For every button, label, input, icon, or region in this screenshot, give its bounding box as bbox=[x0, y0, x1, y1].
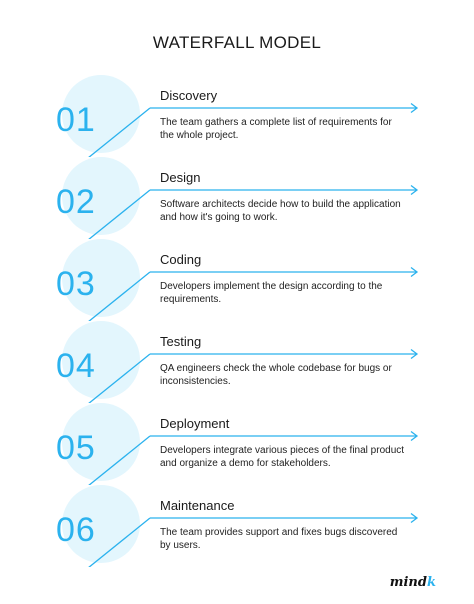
step-number: 06 bbox=[56, 511, 96, 549]
arrow-connector-icon bbox=[88, 348, 419, 403]
step-circle bbox=[62, 239, 140, 317]
logo-accent-letter: k bbox=[426, 575, 436, 590]
step-discovery: 01 Discovery The team gathers a complete… bbox=[0, 75, 474, 157]
step-description: Software architects decide how to build … bbox=[160, 199, 401, 223]
step-coding: 03 Coding Developers implement the desig… bbox=[0, 239, 474, 321]
step-circle bbox=[62, 157, 140, 235]
step-title: Design bbox=[160, 170, 201, 185]
step-title: Testing bbox=[160, 334, 202, 349]
arrow-connector-icon bbox=[88, 102, 419, 157]
step-number: 05 bbox=[56, 429, 96, 467]
step-circle bbox=[62, 485, 140, 563]
step-circle bbox=[62, 75, 140, 153]
step-title: Maintenance bbox=[160, 498, 235, 513]
mindk-logo: mindk bbox=[390, 575, 436, 590]
arrow-connector-icon bbox=[88, 184, 419, 239]
step-maintenance: 06 Maintenance The team provides support… bbox=[0, 485, 474, 567]
step-title: Deployment bbox=[160, 416, 230, 431]
page-title: WATERFALL MODEL bbox=[152, 33, 322, 52]
step-circle bbox=[62, 321, 140, 399]
step-description: The team gathers a complete list of requ… bbox=[160, 117, 392, 141]
step-deployment: 05 Deployment Developers integrate vario… bbox=[0, 403, 474, 485]
step-title: Coding bbox=[160, 252, 202, 267]
step-number: 03 bbox=[56, 265, 96, 303]
logo-text: mind bbox=[389, 575, 427, 590]
step-testing: 04 Testing QA engineers check the whole … bbox=[0, 321, 474, 403]
step-number: 01 bbox=[56, 101, 96, 139]
step-description: The team provides support and fixes bugs… bbox=[160, 527, 398, 551]
step-design: 02 Design Software architects decide how… bbox=[0, 157, 474, 239]
step-description: Developers integrate various pieces of t… bbox=[160, 445, 405, 469]
step-description: QA engineers check the whole codebase fo… bbox=[160, 363, 392, 387]
step-description: Developers implement the design accordin… bbox=[160, 281, 383, 305]
step-number: 04 bbox=[56, 347, 96, 385]
step-circle bbox=[62, 403, 140, 481]
arrow-connector-icon bbox=[88, 266, 419, 321]
step-title: Discovery bbox=[160, 88, 218, 103]
step-number: 02 bbox=[56, 183, 96, 221]
arrow-connector-icon bbox=[88, 512, 419, 567]
arrow-connector-icon bbox=[88, 430, 419, 485]
